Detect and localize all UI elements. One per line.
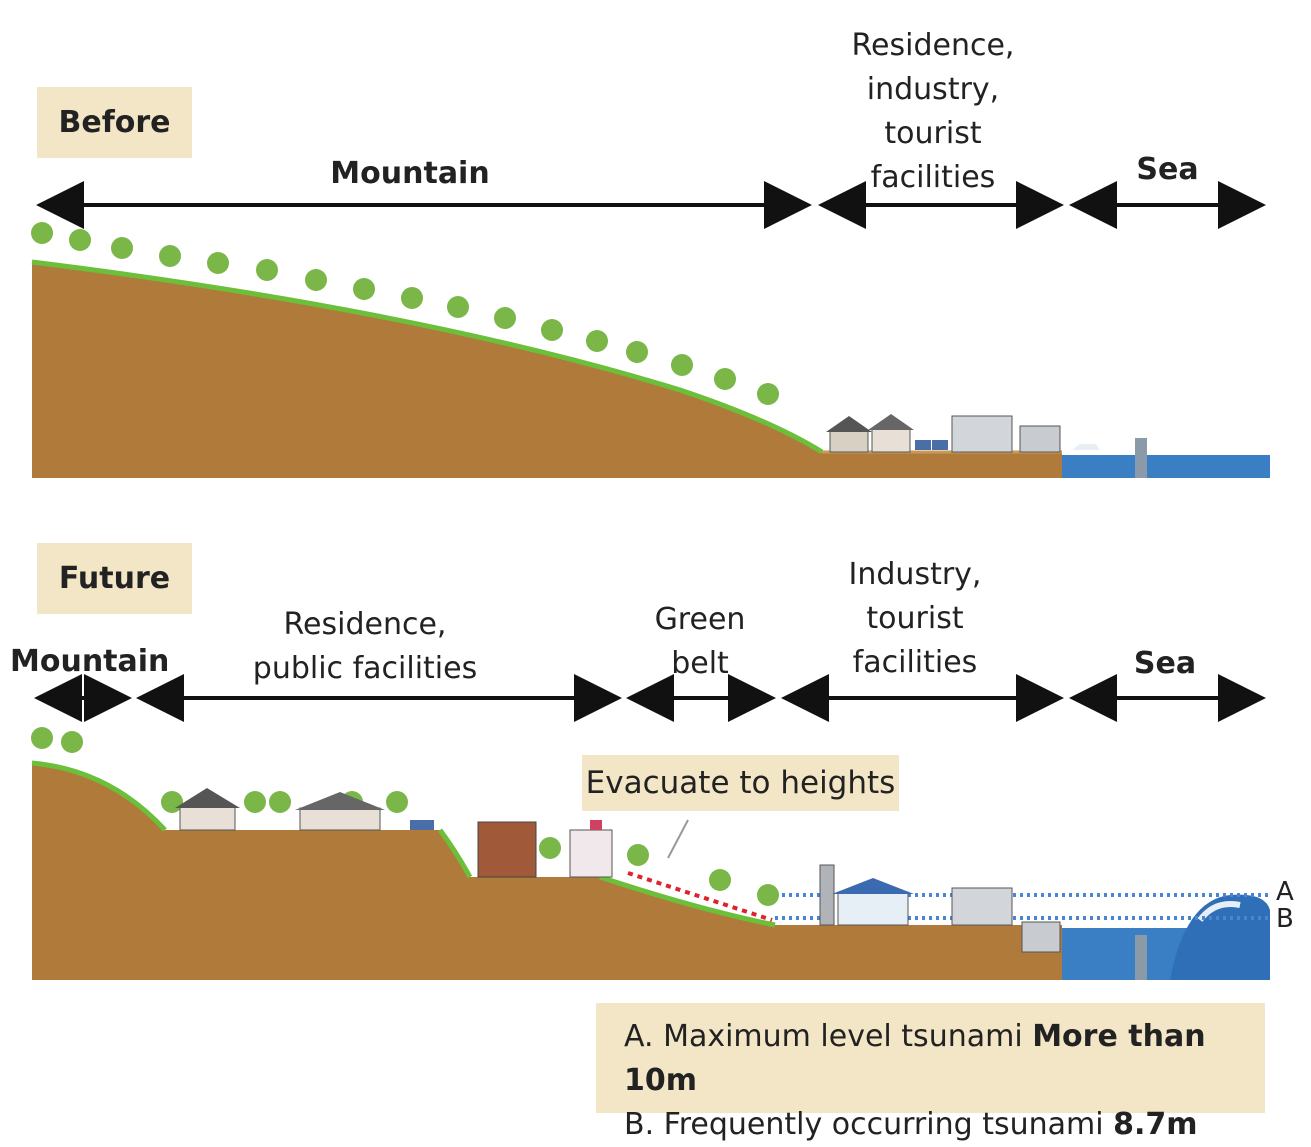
before-residence-label: Residence, industry, tourist facilities <box>851 28 1015 195</box>
tsunami-wave <box>1170 894 1270 980</box>
before-sea <box>1062 455 1270 478</box>
note-a-value: More than 10m <box>624 1019 1206 1098</box>
before-tag: Before <box>37 87 192 158</box>
level-a-label: A <box>1276 877 1294 907</box>
evacuate-label: Evacuate to heights <box>582 755 899 811</box>
before-buildings <box>826 414 1061 453</box>
tsunami-notes: A. Maximum level tsunami More than 10m B… <box>596 1003 1265 1142</box>
level-b-label: B <box>1276 904 1294 934</box>
note-b: B. Frequently occurring tsunami 8.7m <box>624 1103 1265 1147</box>
before-trees <box>31 222 779 405</box>
note-b-text: B. Frequently occurring tsunami <box>624 1107 1114 1142</box>
future-tag: Future <box>37 543 192 614</box>
note-a-text: A. Maximum level tsunami <box>624 1019 1033 1054</box>
before-scene <box>31 181 1270 478</box>
future-scene <box>31 674 1270 980</box>
future-mountain-label: Mountain <box>10 644 170 679</box>
future-buildings <box>175 788 1061 953</box>
before-mountain-slope <box>32 262 1062 478</box>
future-terrain <box>32 763 1062 980</box>
note-b-value: 8.7m <box>1113 1107 1198 1142</box>
note-a: A. Maximum level tsunami More than 10m <box>624 1015 1265 1103</box>
